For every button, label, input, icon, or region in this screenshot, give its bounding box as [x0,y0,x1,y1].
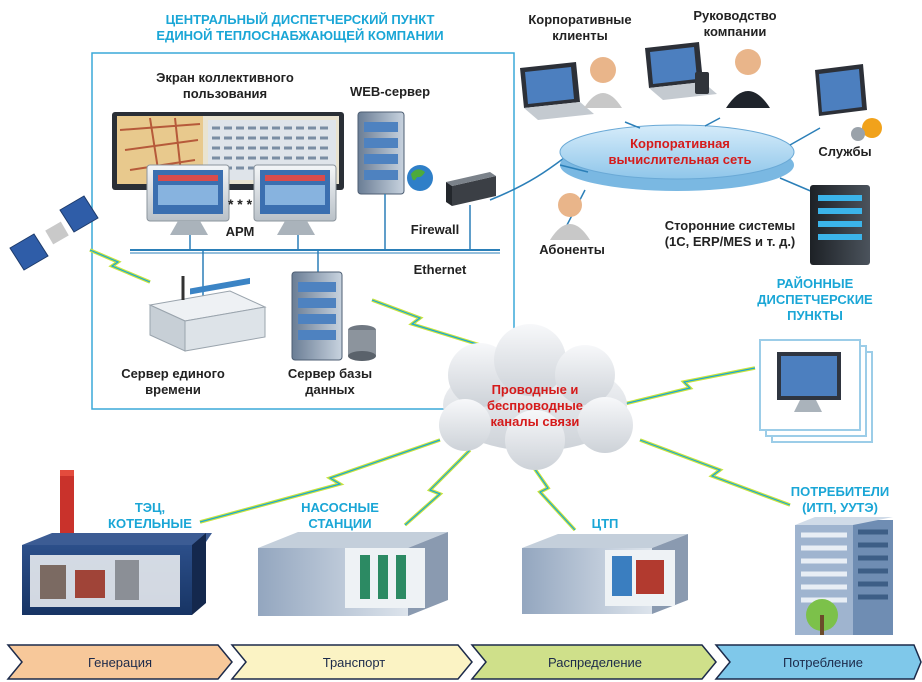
db-server-label-line1: Сервер базы [287,366,373,381]
arm-monitor-left [146,164,230,235]
pump-station-icon [258,532,448,616]
db-server-icon [291,271,376,361]
db-server-label-line2: данных [305,382,355,397]
services-label: Службы [818,144,872,159]
central-title-line2: ЕДИНОЙ ТЕПЛОСНАБЖАЮЩЕЙ КОМПАНИИ [156,28,444,43]
web-server-label: WEB-сервер [349,84,431,99]
time-server-label-line1: Сервер единого [121,366,225,381]
management-icon [645,42,770,108]
corp-net-label-line2: вычислительная сеть [608,152,752,167]
consumers-label-line2: (ИТП, УУТЭ) [802,500,878,515]
firewall-icon [446,172,496,206]
wireless-links [89,248,791,532]
channels-label-line1: Проводные и [491,382,579,397]
channels-label-line2: беспроводные [486,398,584,413]
stage-transport: Транспорт [322,655,386,670]
management-label-line1: Руководство [693,8,777,23]
district-dispatch-icon [759,339,873,443]
third-party-server-icon [810,185,870,265]
central-dispatch-frame [91,52,515,410]
arm-dots: * * * [227,196,253,212]
consumers-label-line1: ПОТРЕБИТЕЛИ [790,484,890,499]
web-server-icon [357,111,433,195]
stage-consumption: Потребление [783,655,863,670]
subscribers-label: Абоненты [539,242,605,257]
boiler-plant-icon [22,470,212,615]
services-icon [815,64,882,141]
corp-network-disk [559,124,795,191]
third-party-label-line2: (1С, ERP/MES и т. д.) [664,234,796,249]
screen-label-line2: пользования [182,86,268,101]
district-label-line3: ПУНКТЫ [787,308,843,323]
district-label-line1: РАЙОННЫЕ [776,276,854,291]
ctp-label: ЦТП [591,516,619,531]
corp-clients-icon [520,57,622,120]
corp-clients-label-line2: клиенты [552,28,608,43]
tec-label-line2: КОТЕЛЬНЫЕ [108,516,192,531]
corp-net-label-line1: Корпоративная [630,136,730,151]
channels-cloud [439,324,633,470]
tec-label-line1: ТЭЦ, [134,500,166,515]
subscriber-icon [550,193,590,240]
screen-label-line1: Экран коллективного [156,70,294,85]
arm-label: АРМ [225,224,255,239]
apartment-building-icon [795,517,893,635]
time-server-icon [148,276,267,352]
corp-clients-label-line1: Корпоративные [528,12,632,27]
channels-label-line3: каналы связи [490,414,580,429]
firewall-label: Firewall [410,222,460,237]
ctp-icon [522,534,688,614]
satellite-icon [9,195,99,271]
time-server-label-line2: времени [145,382,201,397]
stage-arrows [6,644,922,680]
central-title-line1: ЦЕНТРАЛЬНЫЙ ДИСПЕТЧЕРСКИЙ ПУНКТ [165,12,435,27]
third-party-label-line1: Сторонние системы [664,218,796,233]
pump-label-line2: СТАНЦИИ [308,516,372,531]
stage-generation: Генерация [87,655,153,670]
management-label-line2: компании [703,24,767,39]
arm-monitor-right [253,164,337,235]
ethernet-label: Ethernet [413,262,467,277]
pump-label-line1: НАСОСНЫЕ [301,500,379,515]
stage-distribution: Распределение [547,655,643,670]
district-label-line2: ДИСПЕТЧЕРСКИЕ [757,292,873,307]
